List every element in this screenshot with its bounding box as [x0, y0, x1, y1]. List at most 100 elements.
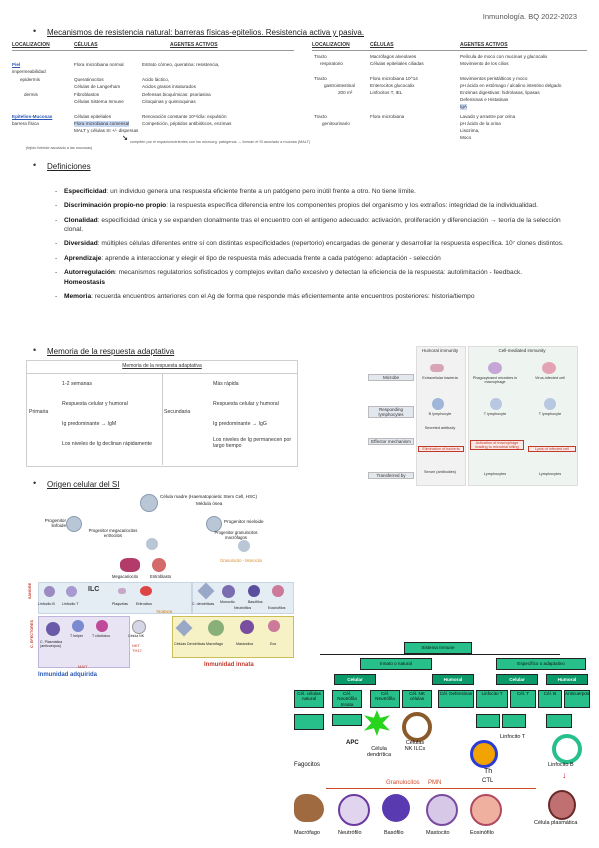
transfer-label: Serum (antibodies) — [423, 470, 457, 474]
dendritic-cell-icon — [364, 710, 390, 736]
cell-label: Macrófago — [206, 642, 223, 646]
t-lymphocyte-icon — [490, 398, 502, 410]
table-cell: Movimiento de los cilios — [460, 61, 509, 66]
table-cell: Piel — [12, 62, 21, 67]
eos-icon — [268, 620, 280, 632]
transfer-label: Lymphocytes — [483, 472, 507, 476]
table-cell: Citoquinas y quimioquinas — [142, 99, 196, 104]
extra-label: NKT — [132, 643, 140, 648]
basophil-icon — [382, 794, 410, 822]
effector-result: Elimination of bacteria — [418, 446, 464, 452]
table-cell: Tracto — [314, 54, 327, 59]
cell-label: T citotóxico — [92, 634, 111, 638]
divider — [312, 50, 587, 51]
hsc-label: Célula madre (Haematopoietic Stem Cell, … — [160, 494, 258, 499]
secundaria-item: Los niveles de Ig permanecen por largo t… — [213, 437, 292, 449]
bottom-label: Macrófago — [294, 830, 320, 836]
bullet-icon: • — [33, 478, 37, 488]
header-title: Inmunología. BQ 2022-2023 — [482, 12, 577, 21]
platelet-icon — [118, 588, 126, 594]
table-cell: genitourinario — [322, 121, 350, 126]
table-cell: Células epiteliales — [74, 114, 112, 119]
cell-label: Eosinófilos — [268, 606, 286, 610]
cell-label: Monocito — [220, 600, 235, 604]
tree-adaptive: Específico o adaptativo — [496, 658, 586, 670]
definition-item: Especificidad: un individuo genera una r… — [55, 187, 564, 197]
table-cell: Película de moco con mucinas y glucocali… — [460, 54, 548, 59]
section-memoria: Memoria de la respuesta adaptativa — [47, 347, 175, 356]
definition-text: : un individuo genera una respuesta efic… — [106, 188, 416, 195]
macrophage-icon — [294, 794, 324, 822]
t-helper-icon — [72, 620, 84, 632]
tree-subleaf — [476, 714, 500, 728]
effector-result: Activation of macrophage leading to micr… — [470, 440, 524, 450]
lymphoid-progenitor-icon — [66, 516, 82, 532]
tree-line — [320, 654, 560, 655]
footnote: (tejido linfoide asociado a las mucosas) — [26, 146, 93, 150]
primaria-label: Primaria — [29, 409, 49, 415]
prog-linf-label: Progenitor linfoide — [44, 518, 66, 528]
tree-subleaf — [294, 714, 324, 730]
table-cell: IgA — [460, 104, 467, 110]
stem-cell-icon — [140, 494, 158, 512]
lymph-label: B lymphocyte — [428, 412, 452, 416]
eosinophil-icon — [470, 794, 502, 826]
secundaria-item: Ig predominante → IgG — [213, 421, 267, 427]
humoral-title: Humoral immunity — [421, 348, 459, 353]
section-mecanismos: Mecanismos de resistencia natural: barre… — [47, 28, 365, 37]
tree-subleaf — [332, 714, 362, 726]
table-cell: epidermis — [20, 77, 40, 82]
section-origen: Origen celular del SI — [47, 480, 120, 489]
definition-item: Diversidad: múltiples células diferentes… — [55, 239, 564, 249]
granulocitos-label: Granulocitos — [386, 780, 420, 786]
table-cell: Macrófagos alveolares — [370, 54, 417, 59]
bottom-label: Mastocito — [426, 830, 450, 836]
tree-line — [326, 788, 536, 789]
gran-mono-label: Granulocito - Monocito — [220, 558, 263, 563]
table-cell: dermis — [24, 92, 38, 97]
table-cell: Queratinocitos — [74, 77, 104, 82]
table-cell: 200 m² — [338, 90, 353, 95]
tree-subleaf — [546, 714, 572, 728]
cell-label: Linfocito T — [62, 602, 79, 606]
myeloid-progenitor-icon — [206, 516, 222, 532]
table-cell: Fibroblastos — [74, 92, 100, 97]
adaptive-immunity-label: Inmunidad adquirida — [38, 672, 98, 678]
divider — [162, 373, 163, 465]
col-header: CÉLULAS — [370, 42, 394, 48]
row-label: Microbe — [368, 374, 414, 381]
secundaria-item: Respuesta celular y humoral — [213, 401, 279, 407]
effector-label: Secreted antibody — [424, 426, 456, 430]
definition-text: : especificidad única y se expanden clon… — [64, 216, 561, 234]
tree-leaf: Cél. T — [510, 690, 536, 708]
definition-item: Discriminación propio-no propio: la resp… — [55, 201, 564, 211]
microbe-label: Extracellular bacteria — [422, 376, 458, 380]
bullet-icon: • — [33, 26, 37, 36]
immunity-diagram: Humoral immunity Cell-mediated immunity … — [368, 346, 578, 486]
linf-b-label: Linfocito B — [548, 762, 574, 768]
lymph-label: T lymphocyte — [538, 412, 562, 416]
table-cell: respiratorio — [320, 61, 343, 66]
tejidos-label: TEJIDOS — [156, 610, 173, 614]
primaria-item: 1-2 semanas — [62, 381, 92, 387]
cell-label: Plaquetas — [112, 602, 128, 606]
definition-extra: Homeostasis — [64, 278, 106, 286]
th-label: Th — [484, 768, 493, 775]
apc-label: APC — [346, 740, 359, 746]
nk-label: Células NK ILCs — [404, 740, 426, 752]
t-cell-icon — [66, 586, 77, 597]
definition-text: : aprende a interaccionar y elegir el ti… — [101, 254, 441, 262]
linf-t-label: Linfocito T — [500, 734, 526, 740]
table-cell: barrera física — [12, 121, 39, 126]
table-cell: pH ácido en estómago / alcalino intestin… — [460, 83, 562, 88]
plasma-cell-icon — [46, 622, 60, 636]
cell-label: T helper — [70, 634, 84, 638]
pmn-label: PMN — [428, 780, 442, 786]
origin-diagram: Célula madre (Haematopoietic Stem Cell, … — [28, 492, 294, 687]
table-cell: Lavado y arrastre por orina — [460, 114, 516, 119]
tree-leaf: Cél. B — [538, 690, 562, 708]
marrow-label: Médula ósea — [196, 501, 223, 506]
cell-label: Eos — [270, 642, 277, 646]
section-definiciones: Definiciones — [47, 162, 91, 171]
prog-gran-label: Progenitor granulocitos macrófagos — [214, 530, 258, 540]
